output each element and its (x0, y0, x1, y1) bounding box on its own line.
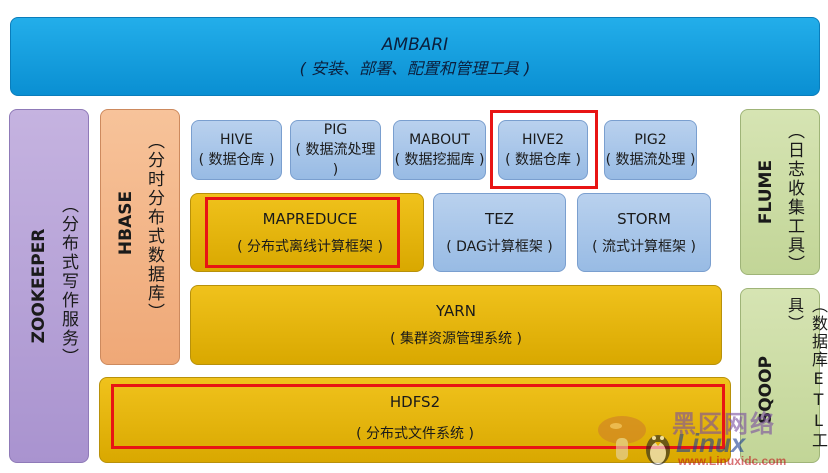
hdfs2-desc: ( 分布式文件系统 ) (356, 426, 474, 442)
zookeeper-box: ZOOKEEPER （分布式写作服务） (9, 109, 89, 463)
tez-box: TEZ ( DAG计算框架 ) (433, 193, 566, 272)
hive2-highlight (490, 110, 598, 189)
watermark-cn: 黑区网络 (672, 411, 776, 438)
mapreduce-box: MAPREDUCE ( 分布式离线计算框架 ) (190, 193, 424, 272)
hive2-name: HIVE2 (522, 132, 564, 148)
tez-desc: ( DAG计算框架 ) (446, 238, 553, 255)
zookeeper-desc: （分布式写作服务） (58, 196, 78, 367)
pig-box: PIG ( 数据流处理 ) (290, 120, 381, 180)
pig2-desc: ( 数据流处理 ) (605, 152, 696, 168)
hbase-name: HBASE (116, 190, 136, 256)
mapreduce-desc: ( 分布式离线计算框架 ) (237, 238, 383, 255)
hive-desc: ( 数据仓库 ) (198, 152, 275, 168)
flume-name: FLUME (756, 159, 776, 225)
hbase-box: HBASE （分时分布式数据库） (100, 109, 180, 365)
hive-name: HIVE (219, 132, 254, 148)
yarn-desc: ( 集群资源管理系统 ) (390, 331, 522, 347)
hbase-desc: （分时分布式数据库） (144, 132, 164, 322)
hive2-desc: ( 数据仓库 ) (505, 152, 581, 168)
mapreduce-highlight (205, 197, 400, 268)
tez-name: TEZ (485, 209, 514, 228)
storm-desc: ( 流式计算框架 ) (592, 238, 696, 255)
mabout-box: MABOUT ( 数据挖掘库 ) (393, 120, 486, 180)
hive2-box: HIVE2 ( 数据仓库 ) (498, 120, 588, 180)
hdfs2-highlight (111, 384, 725, 449)
ambari-layer: AMBARI ( 安装、部署、配置和管理工具 ) (10, 17, 820, 96)
mabout-desc: ( 数据挖掘库 ) (394, 152, 485, 168)
hdfs2-name: HDFS2 (389, 393, 441, 411)
storm-box: STORM ( 流式计算框架 ) (577, 193, 711, 272)
sqoop-box: SQOOP （数据库ETL工具） (740, 288, 828, 463)
storm-name: STORM (617, 209, 671, 228)
ambari-title: AMBARI (381, 34, 449, 55)
watermark-brand: Linux (676, 428, 746, 458)
mushroom-icon (598, 416, 646, 460)
ambari-subtitle: ( 安装、部署、配置和管理工具 ) (299, 58, 531, 78)
yarn-name: YARN (436, 302, 476, 320)
flume-desc: （日志收集工具） (784, 122, 804, 274)
pig2-box: PIG2 ( 数据流处理 ) (604, 120, 697, 180)
penguin-icon (646, 435, 670, 465)
pig-desc: ( 数据流处理 ) (295, 142, 376, 178)
sqoop-desc: （数据库ETL工具） (785, 297, 828, 450)
watermark-logo: 黑区网络 Linux www.Linuxidc.com (596, 404, 826, 470)
mabout-name: MABOUT (409, 132, 470, 148)
hive-box: HIVE ( 数据仓库 ) (191, 120, 282, 180)
zookeeper-name: ZOOKEEPER (29, 228, 49, 344)
pig-name: PIG (323, 122, 348, 138)
flume-box: FLUME （日志收集工具） (740, 109, 820, 275)
yarn-box: YARN ( 集群资源管理系统 ) (190, 285, 722, 365)
pig2-name: PIG2 (634, 132, 667, 148)
mapreduce-name: MAPREDUCE (262, 209, 358, 228)
watermark-url: www.Linuxidc.com (678, 454, 787, 468)
